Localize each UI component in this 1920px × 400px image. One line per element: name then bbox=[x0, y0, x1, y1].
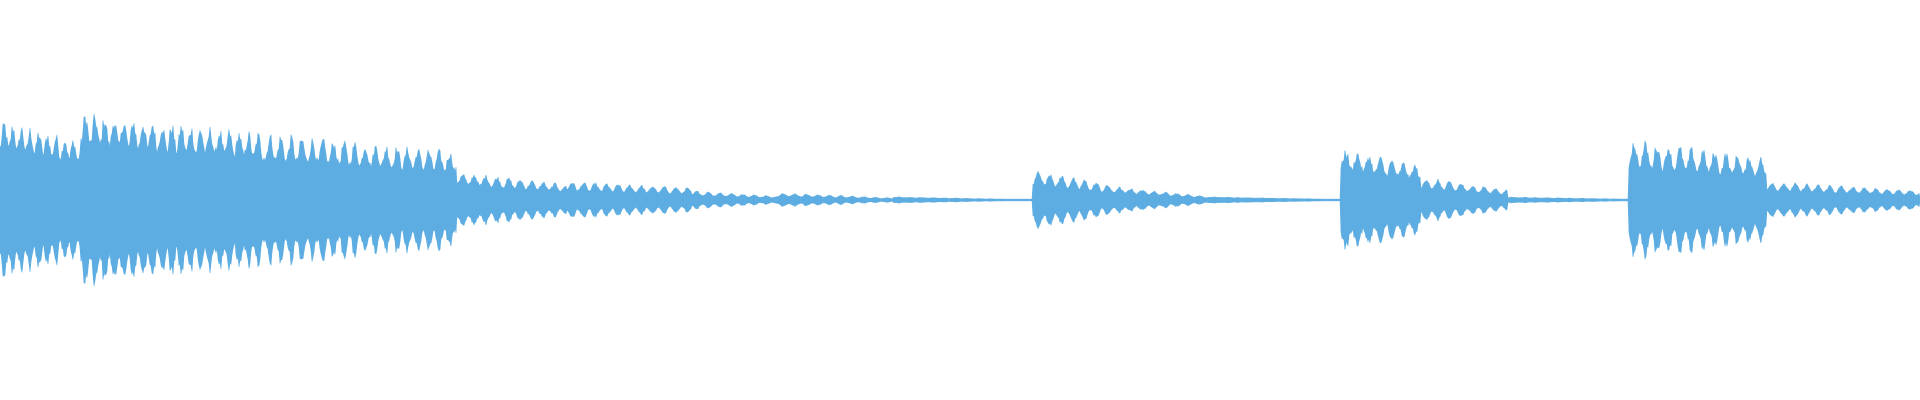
waveform-view[interactable] bbox=[0, 0, 1920, 400]
audio-waveform[interactable] bbox=[0, 0, 1920, 400]
